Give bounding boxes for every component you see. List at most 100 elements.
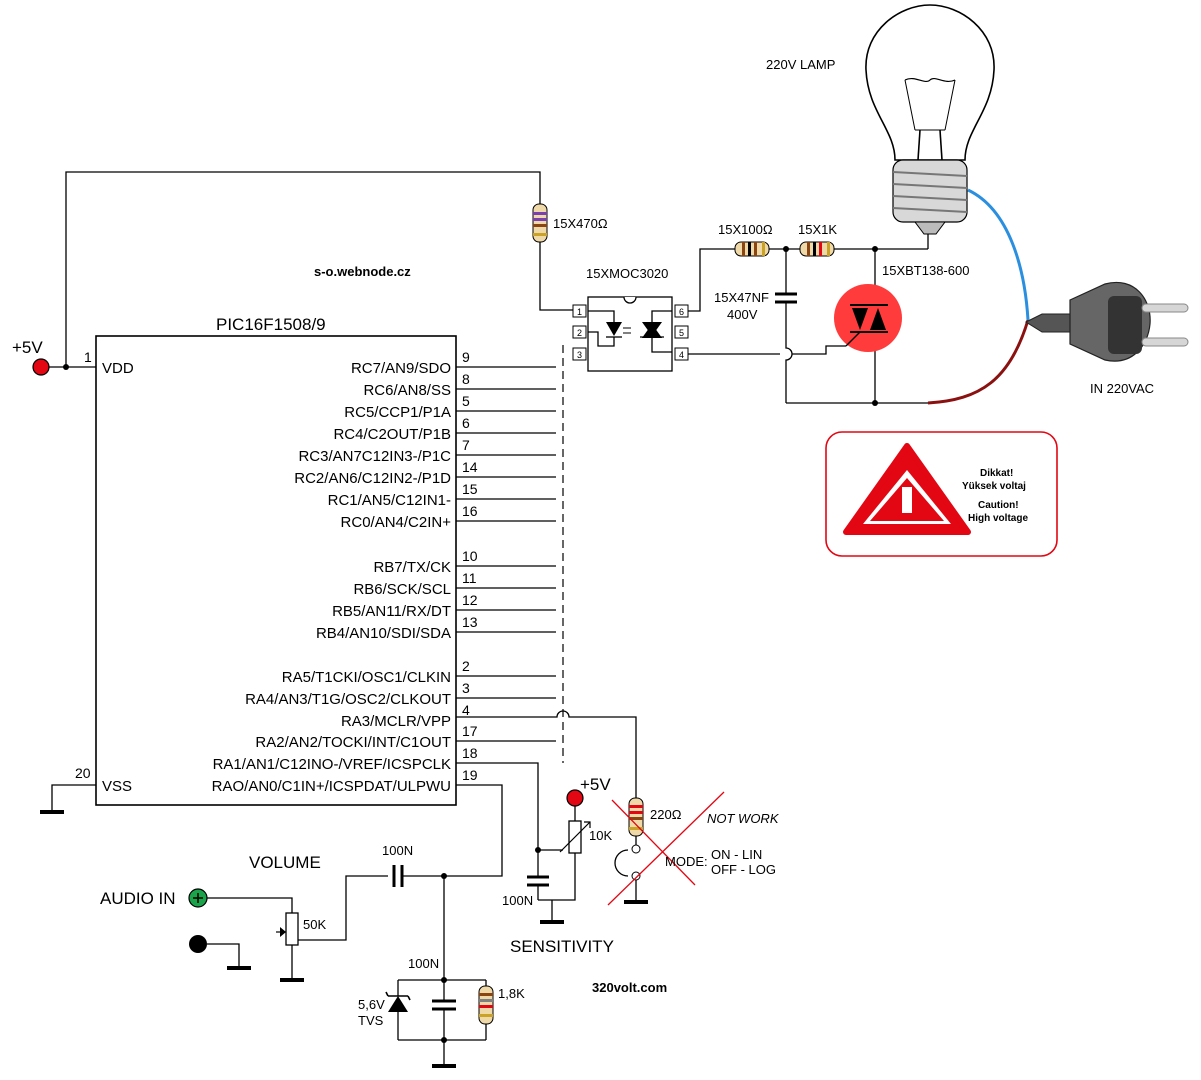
mclr-wire (456, 710, 637, 798)
warning-triangle-icon (843, 443, 971, 535)
potentiometer-10k (559, 820, 591, 854)
warning-line2: Yüksek voltaj (962, 481, 1026, 492)
triac-label: 15XBT138-600 (882, 263, 969, 278)
triac-bt138 (834, 249, 902, 403)
pin-number: 14 (462, 459, 478, 475)
volume-label: VOLUME (249, 853, 321, 872)
vdd-wire (65, 171, 541, 367)
pin-number: 7 (462, 437, 470, 453)
opto-pin-4: 4 (679, 350, 684, 360)
zener-type-label: TVS (358, 1013, 384, 1028)
pot-sens-label: 10K (589, 828, 612, 843)
pin-number: 12 (462, 592, 478, 608)
resistor-470-label: 15X470Ω (553, 216, 608, 231)
opto-pin-3: 3 (577, 350, 582, 360)
pin-number: 10 (462, 548, 478, 564)
pin-number: 13 (462, 614, 478, 630)
pin-number: 18 (462, 745, 478, 761)
pin-label: RC2/AN6/C12IN2-/P1D (294, 470, 451, 487)
vplus2-label: +5V (580, 775, 611, 794)
website-label-2: 320volt.com (592, 980, 667, 995)
vplus-label: +5V (12, 338, 43, 357)
moc3020-optocoupler: 1 2 3 6 5 4 (572, 296, 689, 372)
pin-label: RA1/AN1/C12INO-/VREF/ICSPCLK (213, 756, 451, 773)
pin-number: 8 (462, 371, 470, 387)
pin-label: RAO/AN0/C1IN+/ICSPDAT/ULPWU (212, 778, 451, 795)
opto-pin-1: 1 (577, 307, 582, 317)
mode-on-label: ON - LIN (711, 847, 762, 862)
pin-number: 16 (462, 503, 478, 519)
opto-pin-6: 6 (679, 307, 684, 317)
mode-label: MODE: (665, 854, 708, 869)
mode-off-label: OFF - LOG (711, 862, 776, 877)
pin-label: RB5/AN11/RX/DT (332, 603, 451, 620)
zener-label: 5,6V (358, 997, 385, 1012)
pin-number: 19 (462, 767, 478, 783)
pin-number: 15 (462, 481, 478, 497)
warning-line4: High voltage (968, 513, 1028, 524)
zener-diode (388, 996, 408, 1012)
not-work-label: NOT WORK (707, 811, 780, 826)
opto-pin-2: 2 (577, 328, 582, 338)
live-wire (967, 188, 1030, 321)
audio-in-label: AUDIO IN (100, 889, 176, 908)
audio-ground-jack (189, 935, 207, 953)
pin-label: RC4/C2OUT/P1B (333, 426, 451, 443)
opto-pin-5: 5 (679, 328, 684, 338)
resistor-1k (799, 241, 835, 257)
cap-bias-label: 100N (408, 956, 439, 971)
pin-label-vdd: VDD (102, 360, 134, 377)
not-work-cross (607, 791, 725, 906)
lamp-label: 220V LAMP (766, 57, 835, 72)
pin-label: RC6/AN8/SS (363, 382, 451, 399)
pin-label-vss: VSS (102, 778, 132, 795)
resistor-220-label: 220Ω (650, 807, 682, 822)
ic-title: PIC16F1508/9 (216, 315, 326, 334)
pin-number-vss: 20 (75, 765, 91, 781)
sensitivity-label: SENSITIVITY (510, 937, 614, 956)
pin-label: RB4/AN10/SDI/SDA (316, 625, 451, 642)
lamp-bulb-icon (865, 4, 995, 235)
pin-label: RB7/TX/CK (373, 559, 451, 576)
pin-label: RC3/AN7C12IN3-/P1C (298, 448, 451, 465)
pin-label: RA3/MCLR/VPP (341, 713, 451, 730)
warning-box (825, 431, 1058, 557)
pot-vol-label: 50K (303, 917, 326, 932)
warning-line3: Caution! (978, 500, 1019, 511)
vplus-node (32, 358, 50, 376)
resistor-1k8 (478, 985, 494, 1025)
warning-line1: Dikkat! (980, 468, 1013, 479)
resistor-1k8-label: 1,8K (498, 986, 525, 1001)
snubber-cap-voltage: 400V (727, 307, 758, 322)
pin-label: RC5/CCP1/P1A (344, 404, 451, 421)
pin-number: 3 (462, 680, 470, 696)
potentiometer-50k (276, 912, 299, 946)
pic-ic-body (95, 335, 457, 806)
pin-label: RA4/AN3/T1G/OSC2/CLKOUT (245, 691, 451, 708)
pin-number: 2 (462, 658, 470, 674)
pin-number: 11 (462, 570, 477, 586)
cap-coupling-label: 100N (382, 843, 413, 858)
pin-number: 9 (462, 349, 470, 365)
pin-label: RC7/AN9/SDO (351, 360, 451, 377)
pin-number: 4 (462, 702, 470, 718)
resistor-100 (734, 241, 770, 257)
neutral-wire (927, 319, 1030, 405)
pin-label: RC0/AN4/C2IN+ (341, 514, 452, 531)
pin-label: RB6/SCK/SCL (353, 581, 451, 598)
pin-label: RA2/AN2/TOCKI/INT/C1OUT (255, 734, 451, 751)
mains-label: IN 220VAC (1090, 381, 1154, 396)
pin-number-vdd: 1 (84, 349, 92, 365)
opto-label: 15XMOC3020 (586, 266, 668, 281)
mains-plug-icon (1024, 281, 1189, 362)
resistor-100-label: 15X100Ω (718, 222, 773, 237)
pin-number: 5 (462, 393, 470, 409)
pin-label: RC1/AN5/C12IN1- (328, 492, 451, 509)
resistor-1k-label: 15X1K (798, 222, 837, 237)
pin-number: 17 (462, 723, 478, 739)
pin-label: RA5/T1CKI/OSC1/CLKIN (282, 669, 451, 686)
snubber-cap-label: 15X47NF (714, 290, 769, 305)
pin-number: 6 (462, 415, 470, 431)
cap-sens-label: 100N (502, 893, 533, 908)
